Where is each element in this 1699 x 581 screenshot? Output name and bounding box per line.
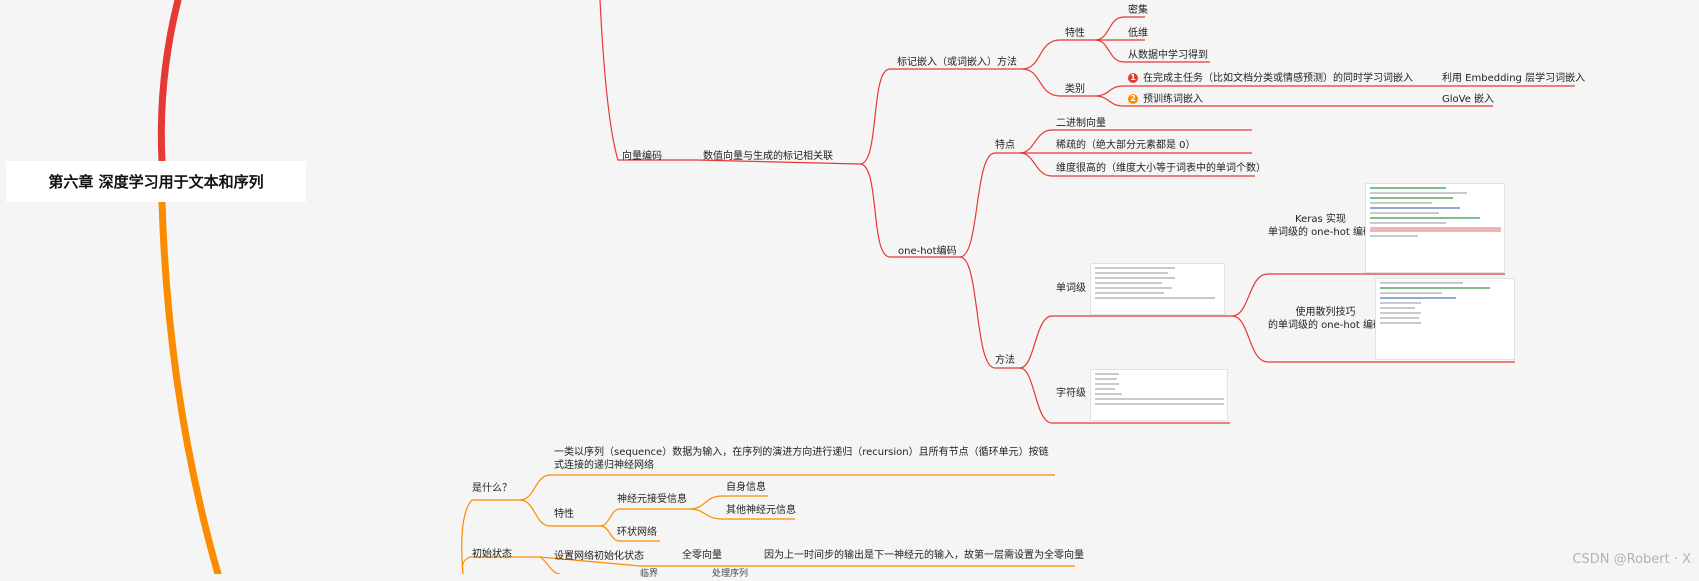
node-rnn-what: 是什么？ (472, 483, 512, 494)
node-rnn-definition: 一类以序列（sequence）数据为输入，在序列的演进方向进行递归（recurs… (554, 447, 1049, 471)
node-type-1: 1 在完成主任务（比如文档分类或情感预测）的同时学习词嵌入 (1128, 72, 1413, 85)
node-rnn-neuron-info: 神经元接受信息 (617, 494, 687, 505)
node-type-2: 2 预训练词嵌入 (1128, 93, 1203, 106)
code-image-char-level (1090, 369, 1228, 421)
code-image-word-level (1090, 263, 1225, 315)
node-rnn-zero-vector: 全零向量 (682, 550, 722, 561)
node-char-level: 字符级 (1056, 388, 1086, 399)
node-feature-dense: 密集 (1128, 5, 1148, 16)
node-onehot-features: 特点 (995, 140, 1015, 151)
node-type-2-text: 预训练词嵌入 (1143, 94, 1203, 105)
node-rnn-init-setting: 设置网络初始化状态 (554, 551, 644, 562)
node-feature-learned: 从数据中学习得到 (1128, 50, 1208, 61)
node-embedding: 标记嵌入（或词嵌入）方法 (897, 57, 1017, 68)
code-image-hashing (1375, 278, 1515, 360)
node-rnn-cut-right: 处理序列 (712, 569, 749, 579)
node-onehot-sparse: 稀疏的（绝大部分元素都是 0） (1056, 140, 1196, 151)
node-hashing-impl: 使用散列技巧 的单词级的 one-hot 编码 (1268, 307, 1383, 331)
node-onehot-highdim: 维度很高的（维度大小等于词表中的单词个数） (1056, 163, 1266, 174)
root-title: 第六章 深度学习用于文本和序列 (6, 161, 306, 202)
node-rnn-other-info: 其他神经元信息 (726, 505, 796, 516)
node-type-2-sub: GloVe 嵌入 (1442, 94, 1495, 105)
node-rnn-ring: 环状网络 (617, 527, 657, 538)
node-rnn-zero-reason: 因为上一时间步的输出是下一神经元的输入，故第一层需设置为全零向量 (764, 550, 1084, 561)
node-type-1-sub: 利用 Embedding 层学习词嵌入 (1442, 73, 1586, 84)
node-rnn-self-info: 自身信息 (726, 482, 766, 493)
node-vector-encoding: 向量编码 (622, 151, 662, 162)
node-keras-impl: Keras 实现 单词级的 one-hot 编码 (1268, 214, 1373, 238)
watermark: CSDN @Robert · X (1572, 552, 1691, 567)
node-onehot-methods: 方法 (995, 355, 1015, 366)
badge-1-icon: 1 (1128, 73, 1138, 83)
node-rnn-trait: 特性 (554, 509, 574, 520)
node-rnn-cut-left: 临界 (640, 569, 659, 579)
node-feature-lowdim: 低维 (1128, 28, 1148, 39)
node-rnn-init: 初始状态 (472, 549, 512, 560)
node-embedding-types: 类别 (1065, 84, 1085, 95)
badge-2-icon: 2 (1128, 94, 1138, 104)
node-word-level: 单词级 (1056, 283, 1086, 294)
node-type-1-text: 在完成主任务（比如文档分类或情感预测）的同时学习词嵌入 (1143, 73, 1413, 84)
node-embedding-features: 特性 (1065, 28, 1085, 39)
node-onehot-binary: 二进制向量 (1056, 118, 1106, 129)
node-onehot: one-hot编码 (898, 246, 957, 257)
code-image-keras (1365, 183, 1505, 273)
node-vector-desc: 数值向量与生成的标记相关联 (703, 151, 833, 162)
